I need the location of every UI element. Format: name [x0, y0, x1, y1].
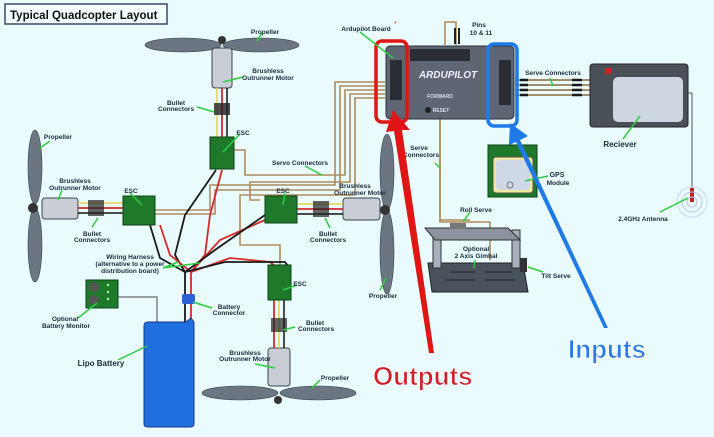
motor-label-top-1: Brushless	[252, 68, 284, 75]
battery-connector-label-2: Connector	[213, 310, 246, 317]
bullet-label-left-1: Bullet	[83, 231, 102, 238]
motor-label-left-1: Brushless	[59, 178, 91, 185]
outputs-label: Outputs	[373, 361, 473, 391]
leader-lines	[39, 31, 689, 389]
title-box: Typical Quadcopter Layout	[4, 3, 168, 25]
motor-label-right-1: Brushless	[339, 183, 371, 190]
motor-top	[144, 36, 300, 170]
diagram-title: Typical Quadcopter Layout	[10, 10, 158, 22]
propeller-label-right: Propeller	[369, 293, 398, 300]
harness-label-1: Wiring Harness	[106, 254, 154, 261]
bullet-label-right-2: Connectors	[310, 237, 347, 244]
motor-label-bottom-2: Outrunner Motor	[219, 356, 271, 363]
gps-label-1: GPS	[550, 172, 565, 179]
roll-serve-label: Roll Serve	[460, 207, 492, 214]
servo-wires	[150, 21, 590, 265]
esc-label-bottom: ESC	[293, 281, 307, 288]
motor-label-right-2: Outrunner Motor	[334, 190, 386, 197]
wiring-harness	[118, 169, 289, 322]
reset-label: RESET	[433, 108, 450, 114]
gimbal-label-1: Optional	[463, 246, 490, 253]
propeller-label-bottom: Propeller	[321, 375, 350, 382]
receiver-label: Reciever	[603, 140, 636, 149]
motor-left	[27, 129, 156, 283]
bullet-label-bottom-2: Connectors	[298, 326, 335, 333]
esc-label-top: ESC	[236, 130, 250, 137]
ardupilot-board: ARDUPILOT FORWARD RESET	[374, 39, 519, 128]
pins-label-2: 10 & 11	[470, 30, 493, 37]
battery-monitor-label-1: Optional	[52, 316, 79, 323]
inputs-label: Inputs	[568, 334, 646, 364]
antenna-label: 2.4GHz Antenna	[618, 216, 668, 223]
motor-right	[264, 133, 395, 295]
gps-label-2: Module	[547, 180, 570, 187]
outputs-arrow	[386, 110, 434, 353]
harness-label-3: distribution board)	[101, 268, 159, 275]
bullet-label-bottom-1: Bullet	[306, 320, 325, 327]
pins-label-1: Pins	[472, 22, 486, 29]
inputs-arrow	[509, 123, 608, 328]
battery-connector	[182, 294, 195, 304]
bullet-label-left-2: Connectors	[74, 237, 111, 244]
serve-connectors-right-label: Serve Connectors	[525, 70, 581, 77]
gimbal-label-2: 2 Axis Gimbal	[455, 253, 498, 260]
gps-module	[487, 144, 538, 198]
motor-bottom	[201, 264, 357, 404]
motor-label-left-2: Outrunner Motor	[49, 185, 101, 192]
forward-label: FORWARD	[427, 94, 453, 100]
bullet-label-top-2: Connectors	[158, 106, 195, 113]
gimbal	[423, 223, 529, 293]
lipo-battery-label: Lipo Battery	[78, 359, 125, 368]
tilt-serve-label: Tilt Serve	[541, 273, 571, 280]
battery-monitor	[85, 279, 119, 309]
asterisk: *	[394, 21, 397, 28]
lipo-battery	[143, 317, 195, 428]
battery-monitor-label-2: Battery Monitor	[42, 323, 91, 330]
esc-label-left: ESC	[124, 188, 138, 195]
labels: Ardupilot Board * Pins 10 & 11 Serve Con…	[42, 21, 668, 382]
bullet-label-right-1: Bullet	[319, 231, 338, 238]
battery-connector-label-1: Battery	[218, 304, 241, 311]
board-logo: ARDUPILOT	[418, 70, 478, 81]
propeller-label-left: Propeller	[44, 134, 73, 141]
reset-button[interactable]	[425, 107, 431, 113]
serve-connectors-board-label-2: Connectors	[403, 152, 440, 159]
servo-connectors-label: Servo Connectors	[272, 160, 328, 167]
propeller-label-top: Propeller	[251, 29, 280, 36]
motor-label-top-2: Outrunner Motor	[242, 75, 294, 82]
serve-connectors-board-label-1: Serve	[410, 145, 428, 152]
harness-label-2: (alternative to a power	[96, 261, 165, 268]
ardupilot-board-label: Ardupilot Board	[341, 26, 390, 33]
inputs-highlight	[486, 42, 519, 128]
esc-label-right: ESC	[276, 188, 290, 195]
motor-label-bottom-1: Brushless	[229, 350, 261, 357]
bullet-label-top-1: Bullet	[167, 100, 186, 107]
receiver	[589, 63, 708, 218]
